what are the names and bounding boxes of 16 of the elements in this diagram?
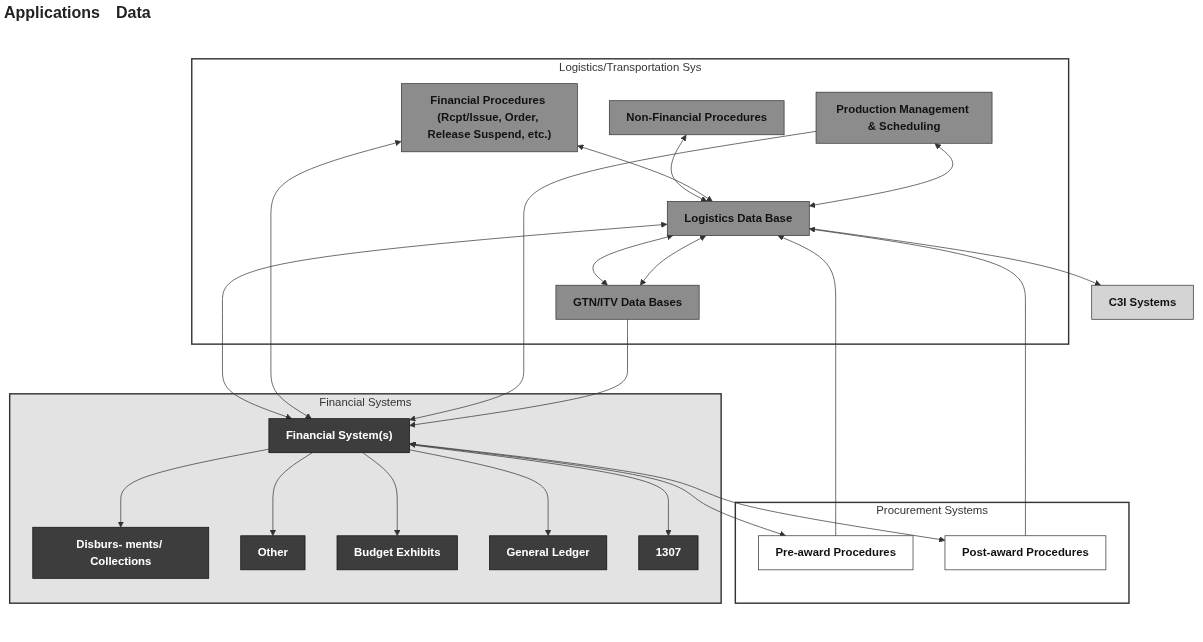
node-box: Disburs- ments/ Collections (32, 526, 210, 579)
node-box: Financial Procedures (Rcpt/Issue, Order, Release Suspend, etc.) (401, 83, 578, 153)
node-box: Logistics Data Base (666, 201, 810, 236)
node-box: General Ledger (489, 535, 608, 571)
node-box: Production Management & Scheduling (815, 91, 993, 144)
node-box: Other (240, 535, 306, 571)
column-heading: Applications (4, 4, 100, 23)
column-heading: Data (116, 4, 151, 23)
node-box: GTN/ITV Data Bases (555, 284, 700, 320)
node-box: Budget Exhibits (336, 535, 458, 571)
node-box: Post-award Procedures (944, 535, 1107, 571)
node-box: Non-Financial Procedures (608, 100, 785, 136)
node-box: Financial System(s) (268, 418, 410, 454)
node-box: C3I Systems (1091, 284, 1194, 320)
node-box: 1307 (638, 535, 699, 571)
node-box: Pre-award Procedures (758, 535, 914, 571)
